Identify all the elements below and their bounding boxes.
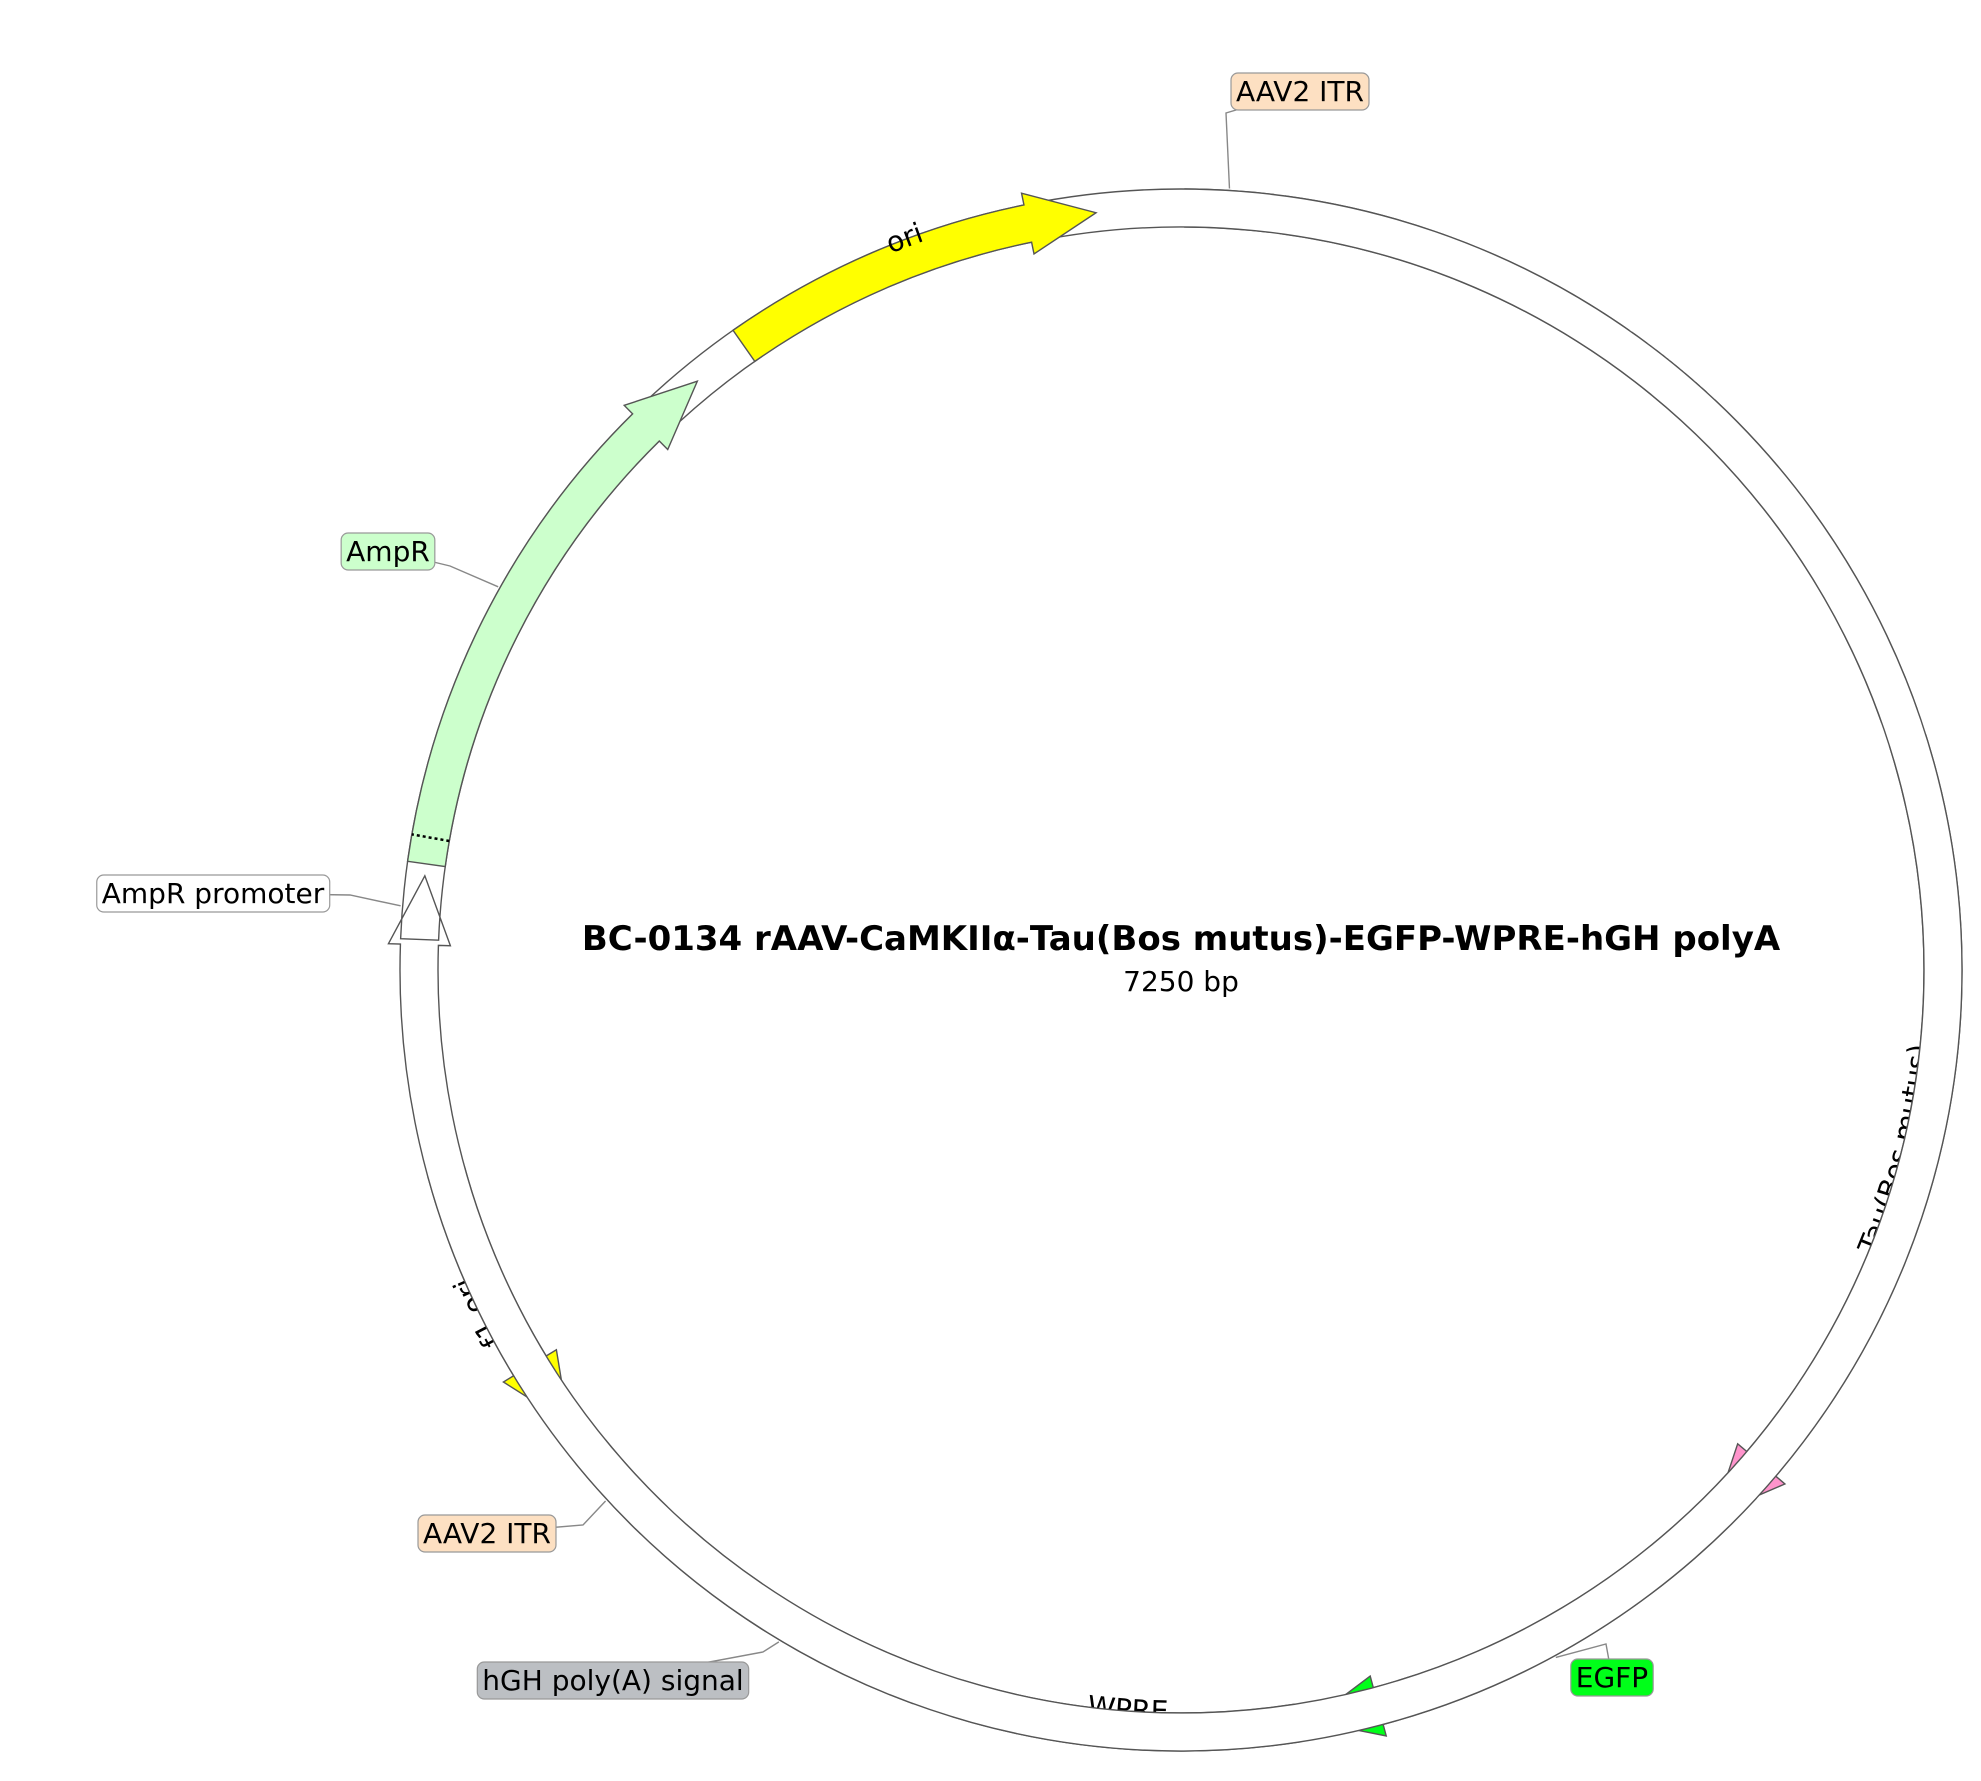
callout-label: AAV2 ITR <box>1236 75 1364 108</box>
callout-box <box>1570 1658 1654 1697</box>
callout-box <box>96 874 331 913</box>
feature-ampr[interactable] <box>406 380 699 868</box>
callout-label: EGFP <box>1576 1661 1648 1694</box>
callout-ampr-promoter[interactable]: AmpR promoter <box>96 874 401 913</box>
feature-shape <box>732 192 1098 363</box>
feature-shape <box>1279 195 1919 723</box>
callout-ampr[interactable]: AmpR <box>340 532 499 588</box>
feature-shape <box>406 380 699 868</box>
feature-ampr-promoter[interactable] <box>387 188 1963 1752</box>
feature-shape <box>387 188 1963 1752</box>
callout-aav2-itr-top[interactable]: AAV2 ITR <box>1225 72 1370 189</box>
feature-boundary <box>411 833 450 843</box>
callout-box <box>340 532 436 571</box>
callout-label: hGH poly(A) signal <box>482 1664 743 1697</box>
callout-label: AmpR promoter <box>102 877 325 910</box>
callout-layer: AAV2 ITR EGFP hGH poly(A) signal AAV2 ITR Am… <box>96 72 1654 1700</box>
callout-egfp[interactable]: EGFP <box>1555 1643 1654 1697</box>
callout-label: AAV2 ITR <box>423 1517 551 1550</box>
callout-aav2-itr-bottom[interactable]: AAV2 ITR <box>417 1500 607 1553</box>
callout-box <box>476 1661 750 1700</box>
feature-camkiia[interactable]: CaMKIIa <box>1204 195 1933 790</box>
plasmid-size: 7250 bp <box>1123 965 1239 998</box>
callout-hgh-polya[interactable]: hGH poly(A) signal <box>476 1641 780 1700</box>
callout-box <box>417 1514 557 1553</box>
plasmid-title: BC-0134 rAAV-CaMKIIα-Tau(Bos mutus)-EGFP… <box>582 919 1781 959</box>
callout-box <box>1230 72 1370 111</box>
callout-label: AmpR <box>346 535 430 568</box>
